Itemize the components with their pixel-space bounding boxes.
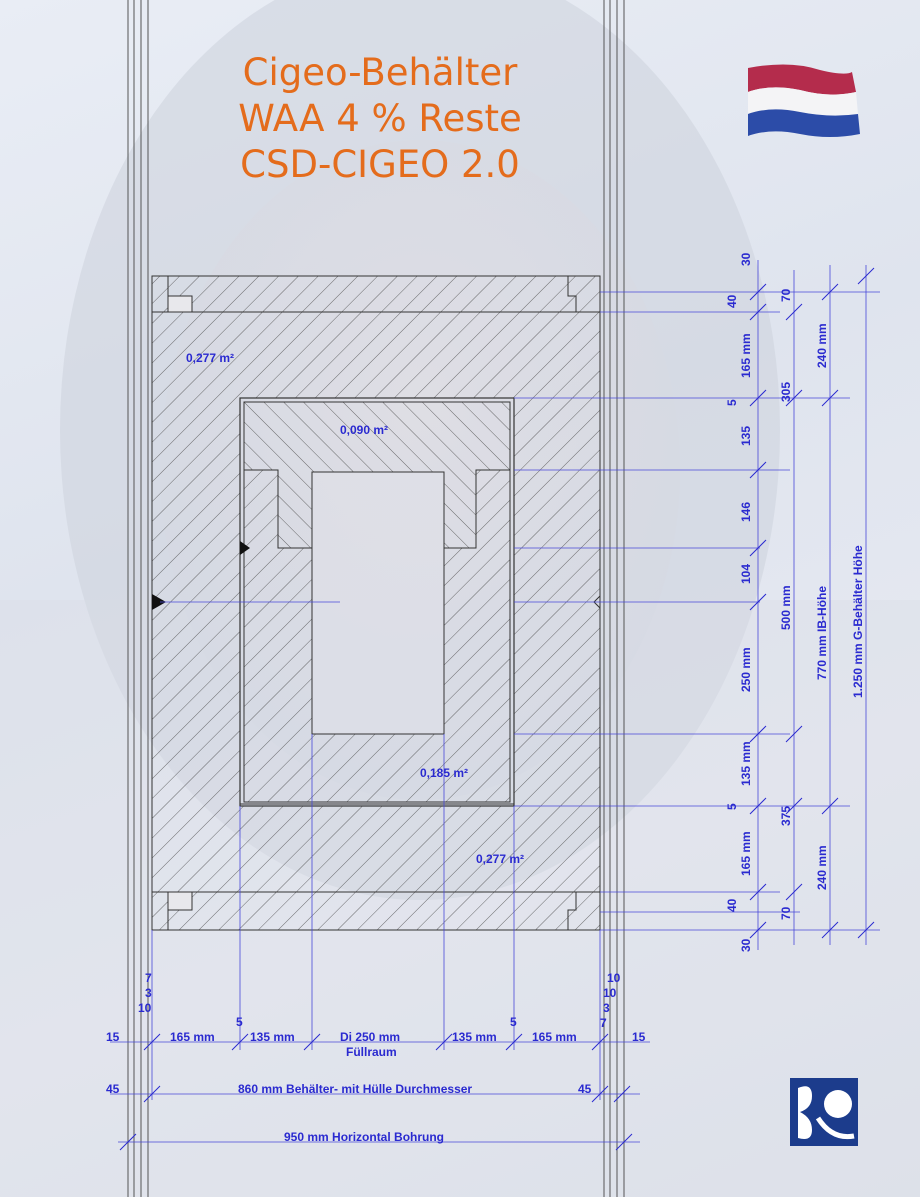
title-line-3: CSD-CIGEO 2.0 bbox=[240, 143, 520, 186]
vdim-240-bottom: 240 mm bbox=[815, 845, 829, 890]
vertical-dims-col2: 70 305 500 mm 375 70 bbox=[779, 288, 793, 920]
horizontal-dims-row2: 45 860 mm Behälter- mit Hülle Durchmesse… bbox=[106, 1082, 592, 1096]
vdim-165-bottom: 165 mm bbox=[739, 831, 753, 876]
dimension-lines bbox=[110, 260, 880, 1143]
vdim-1250: 1.250 mm G-Behälter Höhe bbox=[851, 545, 865, 698]
vertical-dims-col4: 1.250 mm G-Behälter Höhe bbox=[851, 545, 865, 698]
vdim-135-bottom: 135 mm bbox=[739, 741, 753, 786]
hdim-860: 860 mm Behälter- mit Hülle Durchmesser bbox=[238, 1082, 472, 1096]
title-line-2: WAA 4 % Reste bbox=[238, 97, 522, 140]
hdim-stack-left-3: 3 bbox=[145, 986, 152, 1000]
hdim-stack-right-7: 7 bbox=[600, 1016, 607, 1030]
vdim-40-bottom: 40 bbox=[725, 898, 739, 912]
area-label-lid: 0,090 m² bbox=[340, 423, 388, 437]
page-title: Cigeo-Behälter WAA 4 % Reste CSD-CIGEO 2… bbox=[180, 50, 580, 188]
vdim-30-top: 30 bbox=[739, 252, 753, 266]
area-label-inner: 0,185 m² bbox=[420, 766, 468, 780]
hdim-135-left: 135 mm bbox=[250, 1030, 295, 1044]
hdim-45-right: 45 bbox=[578, 1082, 592, 1096]
title-line-1: Cigeo-Behälter bbox=[242, 51, 518, 94]
vdim-500: 500 mm bbox=[779, 585, 793, 630]
hdim-45-left: 45 bbox=[106, 1082, 120, 1096]
netherlands-flag-icon bbox=[748, 64, 860, 137]
vdim-165-top: 165 mm bbox=[739, 333, 753, 378]
vdim-40-top: 40 bbox=[725, 294, 739, 308]
borehole-lines bbox=[127, 0, 625, 1197]
hdim-165-left: 165 mm bbox=[170, 1030, 215, 1044]
hdim-stack-right-10a: 10 bbox=[607, 971, 621, 985]
vdim-146: 146 bbox=[739, 502, 753, 522]
vdim-70-bottom: 70 bbox=[779, 906, 793, 920]
hdim-stack-left-7: 7 bbox=[145, 971, 152, 985]
hdim-135-right: 135 mm bbox=[452, 1030, 497, 1044]
hdim-5-left: 5 bbox=[236, 1015, 243, 1029]
company-logo-icon bbox=[790, 1078, 858, 1146]
inner-container bbox=[240, 469, 514, 805]
vdim-305: 305 bbox=[779, 382, 793, 402]
vertical-dims-col1: 30 40 165 mm 5 135 146 104 250 mm 135 mm… bbox=[725, 252, 753, 952]
vdim-375: 375 bbox=[779, 806, 793, 826]
vertical-dims-col3: 240 mm 770 mm IB-Höhe 240 mm bbox=[815, 323, 829, 890]
vdim-770: 770 mm IB-Höhe bbox=[815, 586, 829, 680]
hdim-di-250: Di 250 mm bbox=[340, 1030, 400, 1044]
hdim-5-right: 5 bbox=[510, 1015, 517, 1029]
vdim-5-top: 5 bbox=[725, 399, 739, 406]
horizontal-dims-row1: 7 3 10 10 10 3 7 15 165 mm 5 135 mm Di 2… bbox=[106, 971, 646, 1059]
vdim-5-bottom: 5 bbox=[725, 803, 739, 810]
horizontal-dims-row3: 950 mm Horizontal Bohrung bbox=[284, 1130, 444, 1144]
hdim-15-left: 15 bbox=[106, 1030, 120, 1044]
hdim-stack-left-10: 10 bbox=[138, 1001, 152, 1015]
hdim-15-right: 15 bbox=[632, 1030, 646, 1044]
hdim-fuellraum: Füllraum bbox=[346, 1045, 397, 1059]
hdim-950: 950 mm Horizontal Bohrung bbox=[284, 1130, 444, 1144]
hdim-165-right: 165 mm bbox=[532, 1030, 577, 1044]
hdim-stack-right-10b: 10 bbox=[603, 986, 617, 1000]
hdim-stack-right-3: 3 bbox=[603, 1001, 610, 1015]
dimension-ticks bbox=[119, 267, 875, 1151]
vdim-104: 104 bbox=[739, 564, 753, 584]
vdim-70-top: 70 bbox=[779, 288, 793, 302]
area-label-bottom: 0,277 m² bbox=[476, 852, 524, 866]
vdim-250: 250 mm bbox=[739, 647, 753, 692]
area-label-top: 0,277 m² bbox=[186, 351, 234, 365]
vdim-135-top: 135 bbox=[739, 426, 753, 446]
vdim-240-top: 240 mm bbox=[815, 323, 829, 368]
vdim-30-bottom: 30 bbox=[739, 938, 753, 952]
